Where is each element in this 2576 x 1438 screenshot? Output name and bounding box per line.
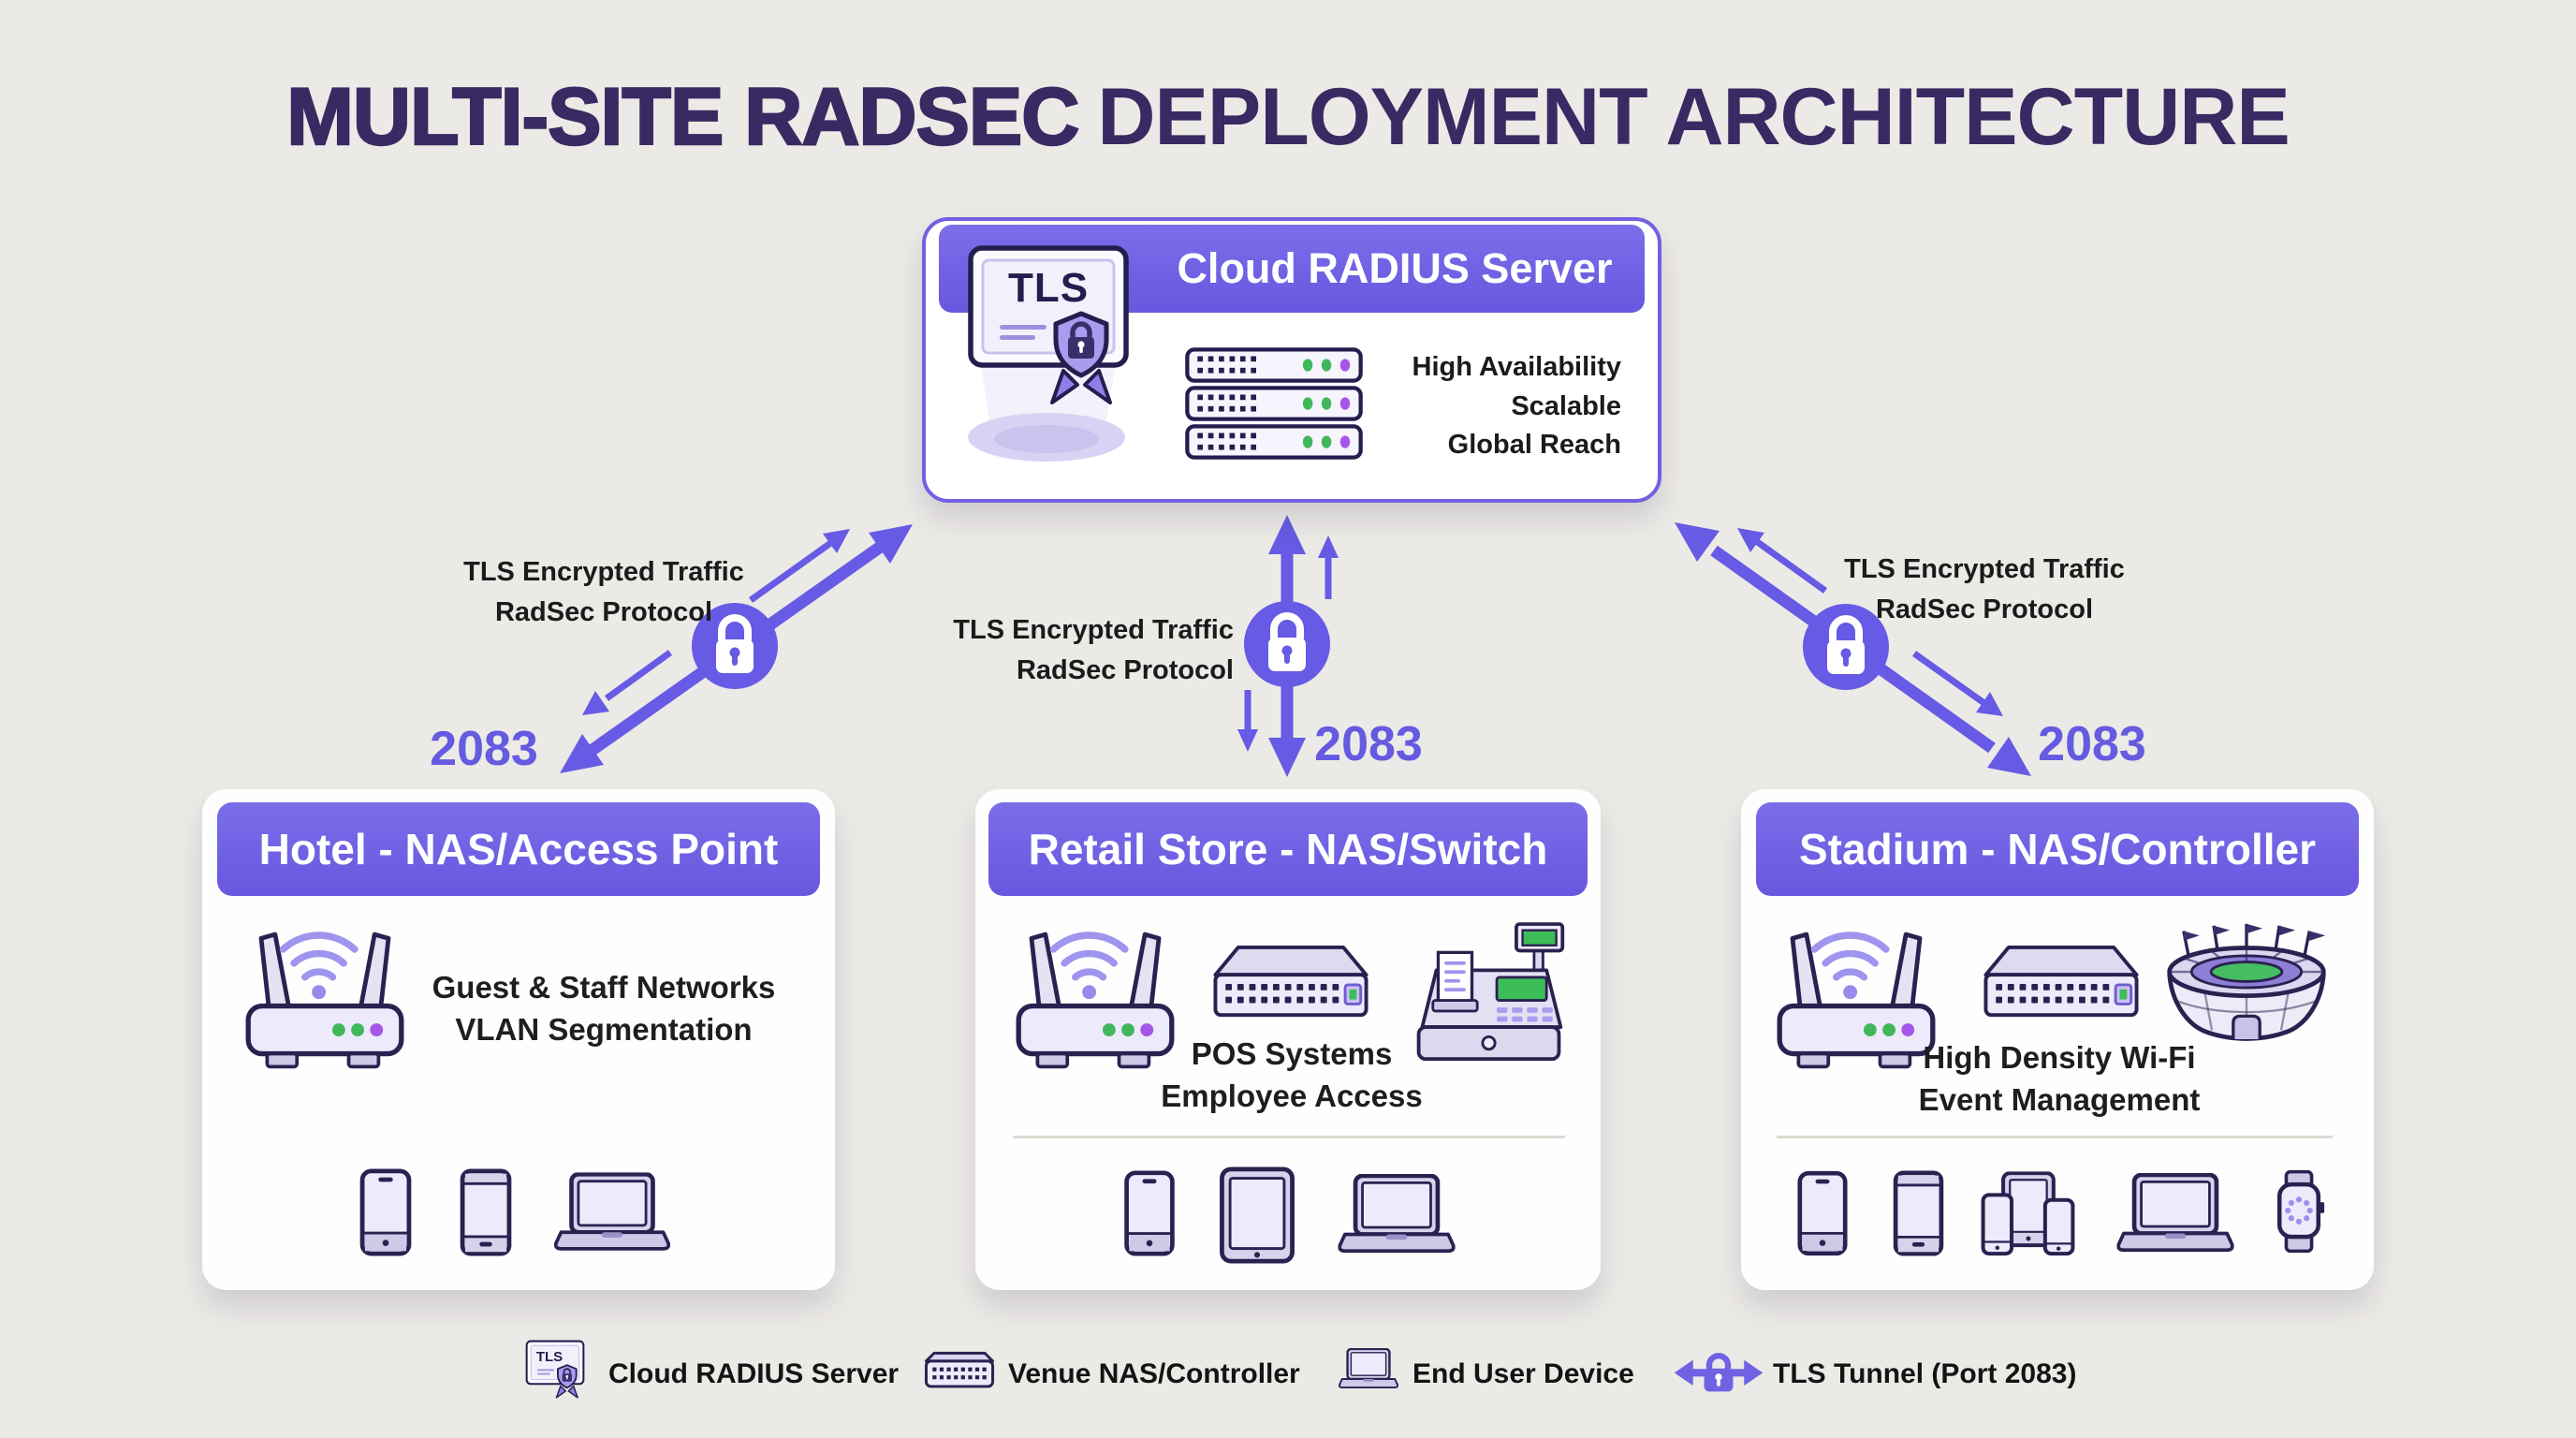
retail-description: POS Systems Employee Access — [1086, 1033, 1498, 1117]
legend-cert-tls-label: TLS — [535, 1349, 564, 1365]
network-switch-icon — [1981, 944, 2142, 1021]
stadium-divider — [1777, 1136, 2333, 1138]
hotel-description-line2: VLAN Segmentation — [455, 1012, 753, 1047]
wifi-router-icon — [245, 922, 404, 1072]
smartphone-icon — [1797, 1170, 1848, 1256]
right-tunnel-label-line2: RadSec Protocol — [1875, 594, 2094, 624]
hotel-description: Guest & Staff Networks VLAN Segmentation — [398, 966, 810, 1050]
legend-label-cloud: Cloud RADIUS Server — [608, 1358, 900, 1389]
stadium-description: High Density Wi-Fi Event Management — [1858, 1036, 2261, 1121]
hotel-description-line1: Guest & Staff Networks — [432, 970, 776, 1005]
middle-tunnel-label: TLS Encrypted Traffic RadSec Protocol — [953, 610, 1234, 691]
stadium-description-line2: Event Management — [1918, 1082, 2201, 1117]
laptop-icon — [1337, 1174, 1456, 1255]
server-rack-unit-icon — [1184, 347, 1364, 383]
left-tunnel-label-line1: TLS Encrypted Traffic — [463, 557, 744, 587]
retail-description-line2: Employee Access — [1161, 1078, 1423, 1113]
server-rack-unit-icon — [1184, 424, 1364, 460]
server-rack-unit-icon — [1184, 386, 1364, 421]
legend-label-device: End User Device — [1412, 1358, 1634, 1389]
laptop-icon — [2115, 1173, 2235, 1254]
tls-certificate-label: TLS — [1007, 265, 1090, 311]
stadium-icon — [2162, 922, 2331, 1055]
cloud-feature-availability: High Availability — [1412, 352, 1621, 382]
smartphone-icon — [359, 1168, 413, 1256]
middle-port-label: 2083 — [1314, 717, 1423, 771]
hotel-site-header: Hotel - NAS/Access Point — [217, 802, 820, 896]
smartwatch-icon — [2273, 1165, 2325, 1258]
middle-tunnel-label-line2: RadSec Protocol — [1016, 655, 1234, 685]
smartphone-icon — [1123, 1170, 1176, 1256]
cloud-feature-global: Global Reach — [1447, 430, 1621, 460]
smartphone-icon — [459, 1168, 513, 1256]
cloud-feature-scalable: Scalable — [1511, 390, 1621, 421]
retail-divider — [1013, 1136, 1565, 1138]
cloud-feature-list: High Availability Scalable Global Reach — [1340, 348, 1621, 465]
device-group-icon — [1980, 1167, 2076, 1261]
title-rest: DEPLOYMENT ARCHITECTURE — [1097, 72, 2290, 162]
stadium-site-header: Stadium - NAS/Controller — [1756, 802, 2359, 896]
certificate-icon — [524, 1339, 586, 1399]
right-tunnel-label: TLS Encrypted Traffic RadSec Protocol — [1778, 550, 2190, 630]
legend-cert-icon: TLS — [524, 1339, 586, 1406]
legend-label-tunnel: TLS Tunnel (Port 2083) — [1773, 1358, 2077, 1389]
tls-certificate-icon — [968, 242, 1133, 462]
stadium-description-line1: High Density Wi-Fi — [1923, 1040, 2196, 1075]
left-tunnel-label-line2: RadSec Protocol — [494, 597, 713, 627]
lock-icon — [1244, 601, 1330, 687]
network-switch-icon — [1210, 944, 1371, 1021]
laptop-icon — [554, 1172, 670, 1253]
middle-tunnel-label-line1: TLS Encrypted Traffic — [953, 615, 1234, 645]
retail-description-line1: POS Systems — [1191, 1036, 1393, 1071]
retail-site-header: Retail Store - NAS/Switch — [988, 802, 1588, 896]
right-tunnel-label-line1: TLS Encrypted Traffic — [1844, 554, 2125, 584]
left-tunnel-label: TLS Encrypted Traffic RadSec Protocol — [398, 552, 810, 633]
left-port-label: 2083 — [430, 722, 538, 776]
cloud-title: Cloud RADIUS Server — [1177, 244, 1613, 292]
tablet-icon — [1219, 1167, 1295, 1264]
legend-label-nas: Venue NAS/Controller — [1008, 1358, 1300, 1389]
right-port-label: 2083 — [2038, 717, 2146, 771]
legend-laptop-icon — [1339, 1348, 1398, 1389]
legend-switch-icon — [923, 1350, 996, 1391]
title-emphasis: MULTI-SITE RADSEC — [285, 71, 1081, 163]
smartphone-icon — [1892, 1170, 1945, 1256]
legend-tunnel-icon — [1672, 1346, 1765, 1396]
